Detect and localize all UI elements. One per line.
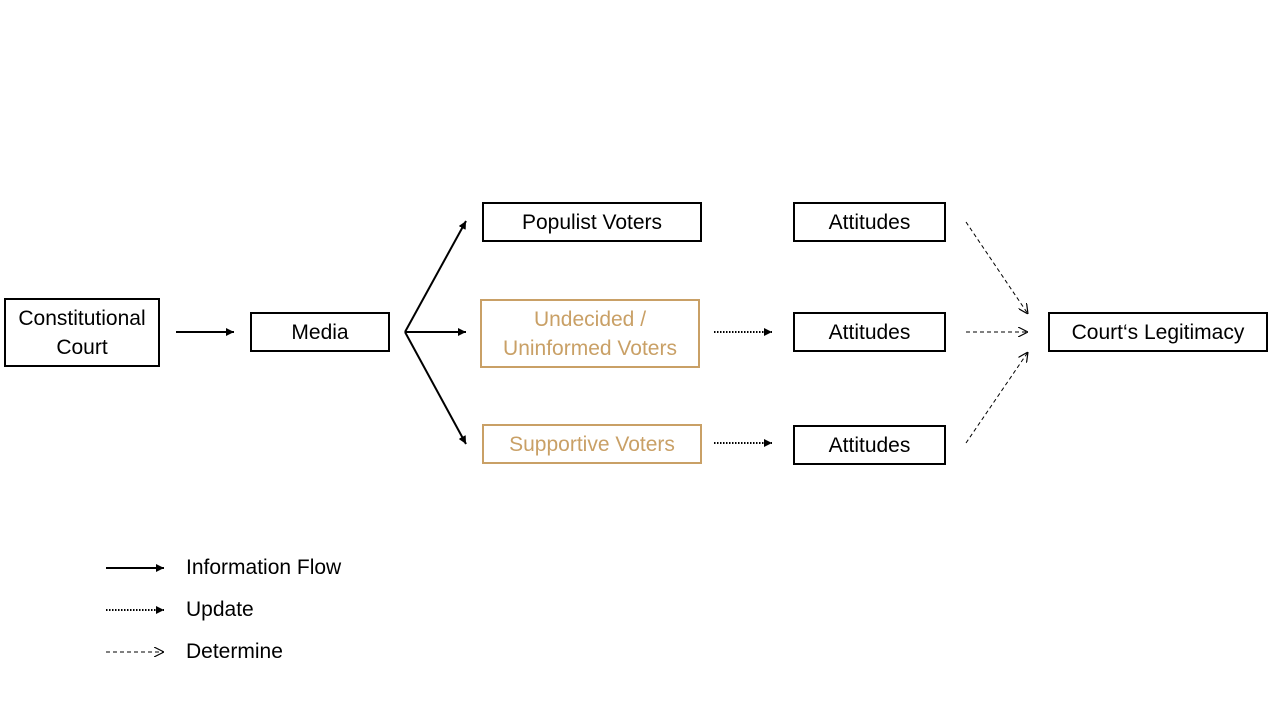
node-attitudes-middle: Attitudes (793, 312, 946, 352)
legend-information-flow-label: Information Flow (186, 556, 342, 579)
node-undecided-voters-line-2: Uninformed Voters (503, 336, 677, 360)
arrow-media-to-supportive (404, 331, 467, 445)
node-courts-legitimacy: Court‘s Legitimacy (1048, 312, 1268, 352)
node-constitutional-court: Constitutional Court (4, 298, 160, 367)
node-undecided-voters: Undecided / Uninformed Voters (480, 299, 700, 368)
node-attitudes-top: Attitudes (793, 202, 946, 242)
node-attitudes-bottom-label: Attitudes (828, 433, 911, 457)
node-media: Media (250, 312, 390, 352)
legend-update-label: Update (186, 598, 254, 621)
arrow-attitudes-top-to-legitimacy (965, 221, 1028, 314)
node-attitudes-top-label: Attitudes (828, 210, 911, 234)
node-populist-voters: Populist Voters (482, 202, 702, 242)
arrow-media-to-populist (404, 220, 467, 333)
legend-determine-label: Determine (186, 640, 283, 663)
node-populist-voters-label: Populist Voters (521, 210, 663, 234)
node-undecided-voters-line-1: Undecided / (533, 307, 647, 331)
node-courts-legitimacy-label: Court‘s Legitimacy (1071, 320, 1245, 344)
node-constitutional-court-line-1: Constitutional (18, 306, 146, 330)
node-attitudes-middle-label: Attitudes (828, 320, 911, 344)
arrow-attitudes-bot-to-legitimacy (965, 352, 1028, 444)
node-supportive-voters: Supportive Voters (482, 424, 702, 464)
node-media-label: Media (291, 320, 349, 344)
node-supportive-voters-label: Supportive Voters (509, 432, 675, 456)
node-constitutional-court-line-2: Court (56, 335, 108, 359)
node-attitudes-bottom: Attitudes (793, 425, 946, 465)
